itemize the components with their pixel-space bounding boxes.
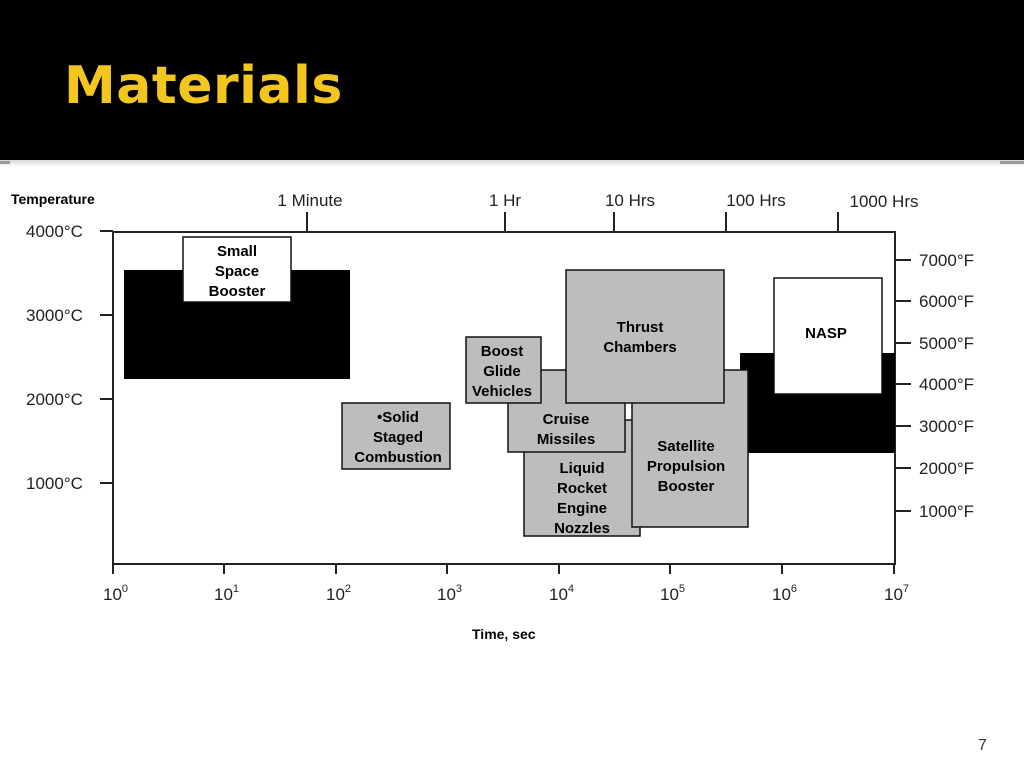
header-divider-tick-right	[1000, 161, 1024, 164]
x-axis-title: Time, sec	[472, 626, 536, 642]
right-tick-5000f: 5000°F	[919, 334, 974, 353]
right-axis-ticks	[895, 259, 911, 512]
page-number: 7	[978, 737, 987, 754]
x-tick-2: 102	[326, 583, 351, 604]
right-axis-labels: 7000°F 6000°F 5000°F 4000°F 3000°F 2000°…	[919, 251, 974, 521]
header-divider	[0, 160, 1024, 167]
x-tick-3: 103	[437, 583, 462, 604]
right-tick-6000f: 6000°F	[919, 292, 974, 311]
right-tick-1000f: 1000°F	[919, 502, 974, 521]
x-tick-4: 104	[549, 583, 574, 604]
slide-header	[0, 0, 1024, 160]
left-axis-labels: 4000°C 3000°C 2000°C 1000°C	[26, 222, 83, 493]
right-tick-2000f: 2000°F	[919, 459, 974, 478]
right-tick-4000f: 4000°F	[919, 375, 974, 394]
top-tick-100-hrs: 100 Hrs	[726, 191, 786, 210]
top-tick-10-hrs: 10 Hrs	[605, 191, 655, 210]
x-tick-5: 105	[660, 583, 685, 604]
left-tick-2000c: 2000°C	[26, 390, 83, 409]
svg-text:NASP: NASP	[805, 325, 847, 342]
right-tick-7000f: 7000°F	[919, 251, 974, 270]
x-tick-0: 100	[103, 583, 128, 604]
header-divider-tick-left	[0, 161, 10, 164]
x-tick-labels: 100 101 102 103 104 105 106 107	[103, 583, 909, 604]
y-axis-title: Temperature	[11, 191, 95, 207]
left-axis-ticks	[100, 230, 113, 484]
left-tick-4000c: 4000°C	[26, 222, 83, 241]
left-tick-3000c: 3000°C	[26, 306, 83, 325]
top-time-labels: 1 Minute 1 Hr 10 Hrs 100 Hrs 1000 Hrs	[277, 191, 918, 211]
left-tick-1000c: 1000°C	[26, 474, 83, 493]
x-tick-6: 106	[772, 583, 797, 604]
region-nasp: NASP	[773, 277, 883, 395]
x-tick-1: 101	[214, 583, 239, 604]
x-axis-ticks	[112, 564, 895, 574]
x-tick-7: 107	[884, 583, 909, 604]
top-tick-1-minute: 1 Minute	[277, 191, 342, 210]
top-time-ticks	[306, 212, 839, 232]
top-tick-1000-hrs: 1000 Hrs	[850, 192, 919, 211]
slide-title: Materials	[64, 56, 343, 116]
right-tick-3000f: 3000°F	[919, 417, 974, 436]
top-tick-1-hr: 1 Hr	[489, 191, 521, 210]
